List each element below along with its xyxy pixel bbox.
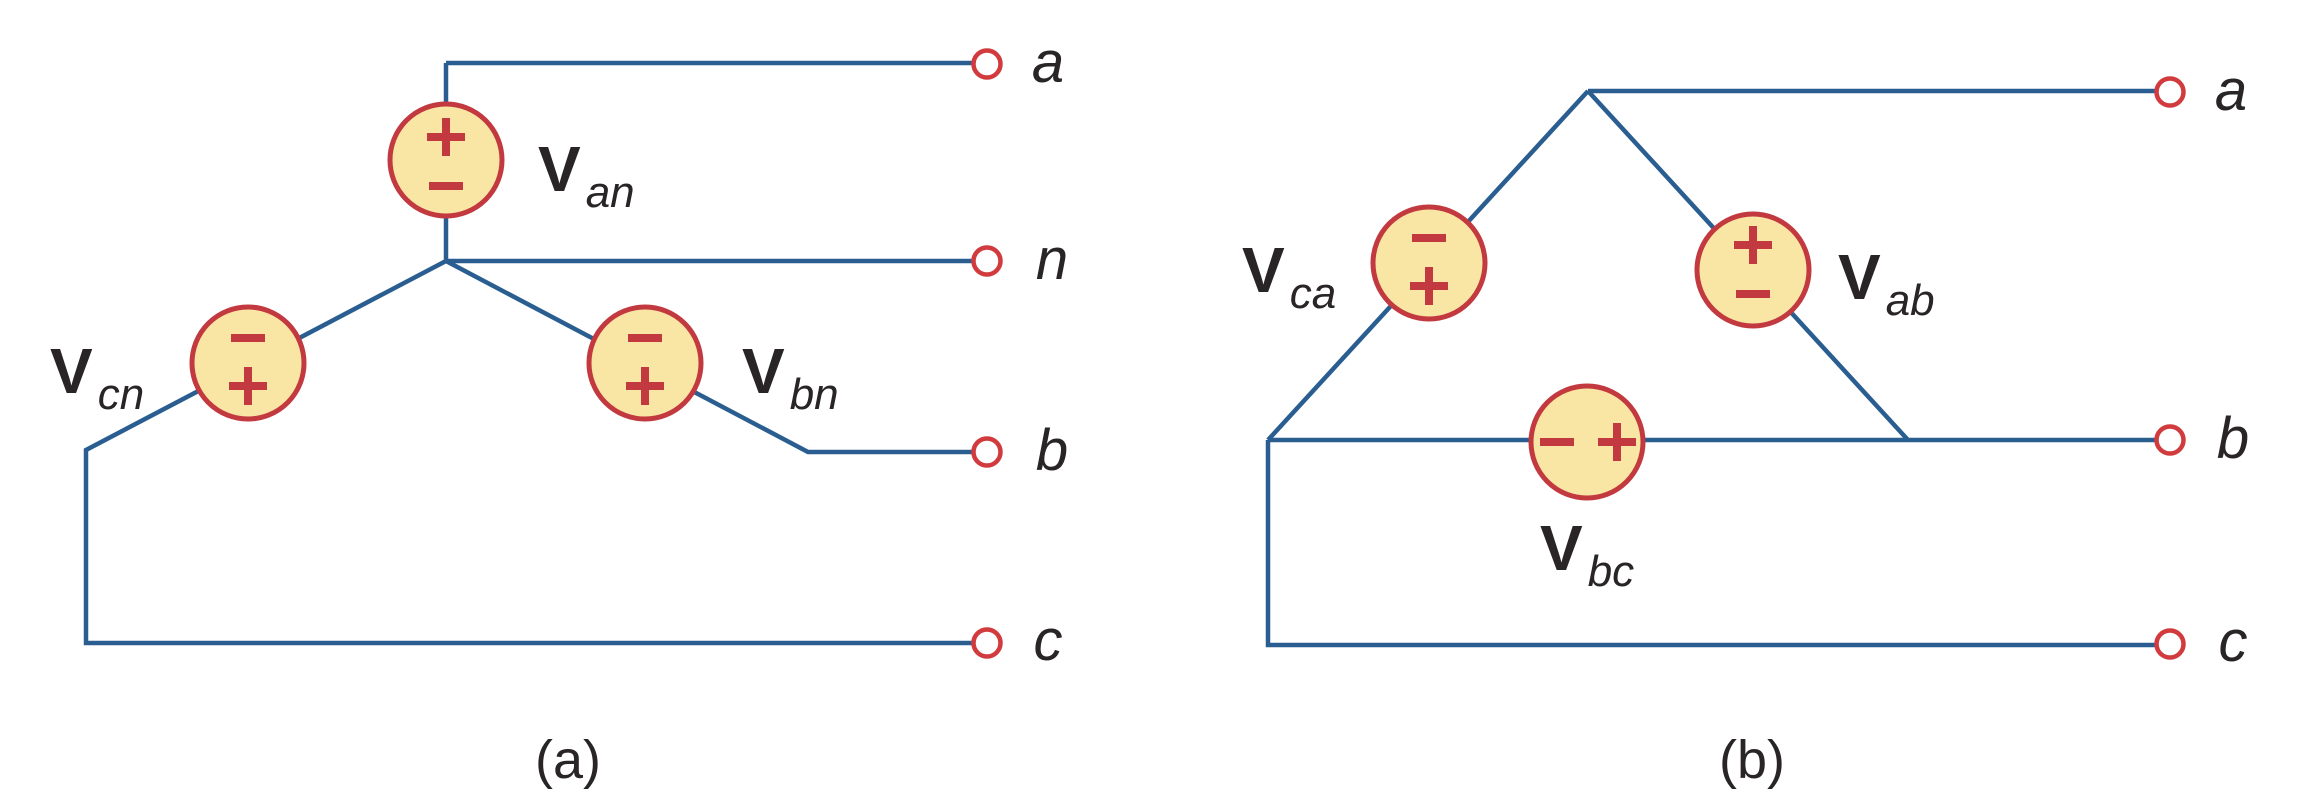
voltage-source-vca xyxy=(1370,204,1488,322)
source-circle xyxy=(1528,383,1646,501)
voltage-source-van xyxy=(387,101,505,219)
terminal-label: n xyxy=(1036,227,1068,292)
plus-icon xyxy=(229,367,267,405)
source-circle xyxy=(1370,204,1488,322)
caption-b: (b) xyxy=(1719,730,1785,790)
terminal-b-phase-b: b xyxy=(2154,406,2249,471)
terminal-node xyxy=(971,245,1003,277)
source-circle xyxy=(387,101,505,219)
plus-icon xyxy=(1598,423,1636,461)
terminal-label: a xyxy=(2215,58,2247,123)
voltage-source-vcn xyxy=(189,304,307,422)
terminal-label: c xyxy=(1034,608,1063,673)
caption-a: (a) xyxy=(535,730,601,790)
source-circle xyxy=(1694,211,1812,329)
source-circle xyxy=(586,304,704,422)
plus-icon xyxy=(427,118,465,156)
wire-b-phase-c xyxy=(1265,440,2157,648)
terminal-node xyxy=(2154,76,2186,108)
terminal-label: c xyxy=(2219,609,2248,674)
terminal-node xyxy=(2154,424,2186,456)
terminal-label: b xyxy=(1036,418,1068,483)
terminal-node xyxy=(971,436,1003,468)
terminal-label: b xyxy=(2217,406,2249,471)
plus-icon xyxy=(626,367,664,405)
terminal-label: a xyxy=(1032,30,1064,95)
terminal-a-phase-b: b xyxy=(971,418,1068,483)
terminal-a-phase-a: a xyxy=(971,30,1064,95)
voltage-source-vbn xyxy=(586,304,704,422)
voltage-source-vbc xyxy=(1528,383,1646,501)
terminal-node xyxy=(2154,628,2186,660)
source-circle xyxy=(189,304,307,422)
terminal-a-neutral: n xyxy=(971,227,1068,292)
terminal-b-phase-a: a xyxy=(2154,58,2247,123)
wires-b xyxy=(1265,88,2157,648)
terminal-node xyxy=(971,48,1003,80)
terminal-b-phase-c: c xyxy=(2154,609,2248,674)
voltage-source-vab xyxy=(1694,211,1812,329)
wire-a-phase-b xyxy=(444,259,974,455)
plus-icon xyxy=(1734,226,1772,264)
plus-icon xyxy=(1410,267,1448,305)
terminal-a-phase-c: c xyxy=(971,608,1063,673)
terminal-node xyxy=(971,627,1003,659)
